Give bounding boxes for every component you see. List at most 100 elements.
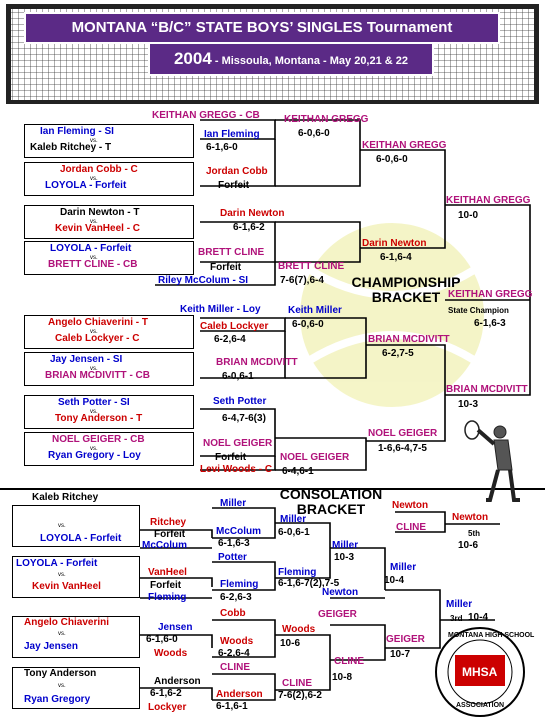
vs-label: vs. [90,255,98,261]
match-score: 6-1,6-0 [146,634,178,645]
logo-text-mid: MHSA [462,665,498,679]
player-entry: Tony Anderson - T [55,413,143,424]
player-entry: LOYOLA - Forfeit [50,243,132,254]
player-entry: Angelo Chiaverini - T [48,317,149,328]
match-box-3 [24,205,194,239]
third-place-score: 10-4 [468,612,489,623]
match-score: 6-1,6-2 [150,688,182,699]
vs-label: vs. [58,572,66,578]
player-entry: Seth Potter - SI [58,397,130,408]
winner-name: VanHeel [148,567,187,578]
winner-name: GEIGER [318,609,357,620]
seed-entry: Newton [392,500,429,511]
champion-name: KEITHAN GREGG [448,289,533,300]
winner-name: KEITHAN GREGG [284,114,369,125]
championship-heading-line1: CHAMPIONSHIP [351,274,461,290]
match-score: 6-0,6-0 [376,154,408,165]
vs-label: vs. [58,523,66,529]
winner-name: Anderson [216,689,263,700]
logo-text-top: MONTANA HIGH SCHOOL [448,632,535,639]
match-score: 10-6 [280,638,301,649]
player-entry: Jay Jensen - SI [50,354,123,365]
player-entry: NOEL GEIGER - CB [52,434,145,445]
player-entry: BRIAN MCDIVITT - CB [45,370,150,381]
match-score: Forfeit [150,580,182,591]
player-entry: Jay Jensen [24,641,78,652]
fifth-place-name: Newton [452,512,489,523]
winner-name: Miller [332,540,359,551]
match-score: 10-3 [458,399,479,410]
match-score: 6-2,7-5 [382,348,414,359]
seed-entry: CLINE [396,522,426,533]
match-score: Forfeit [215,452,247,463]
vs-label: vs. [90,329,98,335]
seed-entry: Lockyer [148,702,187,713]
consolation-box-3 [12,616,140,658]
seed-entry: Miller [220,498,247,509]
vs-label: vs. [90,409,98,415]
match-box-7 [24,395,194,429]
match-score: Forfeit [154,529,186,540]
fifth-place-score: 10-6 [458,540,479,551]
winner-name: BRETT CLINE [198,247,265,258]
player-entry: Caleb Lockyer - C [55,333,140,344]
match-score: 10-3 [334,552,355,563]
tennis-player-icon [464,420,520,502]
tournament-title: MONTANA “B/C” STATE BOYS’ SINGLES Tourna… [24,12,500,44]
seed-entry: Potter [218,552,247,563]
consolation-heading-line1: CONSOLATION [279,486,383,502]
match-score: 6-2,6-4 [218,648,250,659]
winner-name: Miller [390,562,417,573]
seed-entry: Riley McColum - SI [158,275,249,286]
match-score: Forfeit [218,180,250,191]
match-score: 6-1,6-1 [216,701,248,712]
player-entry: LOYOLA - Forfeit [45,180,127,191]
winner-name: KEITHAN GREGG [362,140,447,151]
vs-label: vs. [90,138,98,144]
seed-entry: Fleming [148,592,187,603]
third-place-name: Miller [446,599,473,610]
winner-name: BRIAN MCDIVITT [216,357,298,368]
championship-heading: CHAMPIONSHIP BRACKET [340,275,472,305]
match-score: 6-0,6-1 [222,371,254,382]
consolation-box-4 [12,667,140,709]
winner-name: Woods [282,624,316,635]
player-entry: Kevin VanHeel - C [55,223,141,234]
player-entry: Tony Anderson [24,668,97,679]
consolation-heading: CONSOLATION BRACKET [265,487,397,517]
winner-name: GEIGER [386,634,425,645]
match-box-6 [24,352,194,386]
winner-name: NOEL GEIGER [368,428,438,439]
seed-entry: McColum [142,540,187,551]
winner-name: Fleming [278,567,317,578]
seed-entry: Woods [154,648,188,659]
match-score: 6-2,6-3 [220,592,252,603]
player-entry: Jordan Cobb - C [60,164,138,175]
match-score: 6-1,6-3 [218,538,250,549]
vs-label: vs. [90,446,98,452]
player-entry: Darin Newton - T [60,207,140,218]
vs-label: vs. [90,176,98,182]
winner-name: NOEL GEIGER [203,438,273,449]
match-score: 6-1,6-4 [380,252,412,263]
winner-name: McColum [216,526,261,537]
vs-label: vs. [90,366,98,372]
match-score: Forfeit [210,262,242,273]
winner-name: Miller [280,514,307,525]
player-entry: Angelo Chiaverini [24,617,110,628]
tournament-subtitle: 2004 - Missoula, Montana - May 20,21 & 2… [148,42,434,76]
consolation-box-1 [12,505,140,547]
consolation-heading-line2: BRACKET [296,501,366,517]
champion-label: State Champion [448,306,509,315]
player-entry: Kevin VanHeel [32,581,101,592]
tennis-ball-icon [300,223,484,407]
winner-name: Ian Fleming [204,129,260,140]
vs-label: vs. [58,631,66,637]
match-score: 6-1,6-7(2),7-5 [278,578,340,589]
winner-name: BRETT CLINE [278,261,345,272]
match-score: 6-1,6-2 [233,222,265,233]
match-box-2 [24,162,194,196]
player-entry: LOYOLA - Forfeit [16,558,98,569]
seed-entry: Keith Miller - Loy [180,304,261,315]
winner-name: BRIAN MCDIVITT [446,384,528,395]
